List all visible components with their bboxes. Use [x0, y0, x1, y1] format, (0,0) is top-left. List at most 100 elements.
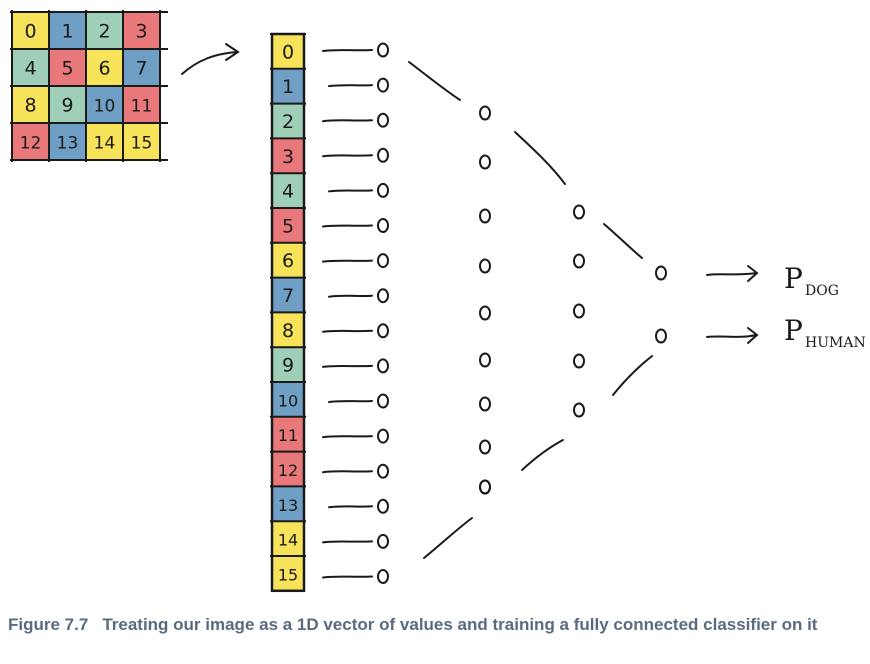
- arrow-right-icon: [706, 327, 759, 344]
- vector-cell-label: 11: [278, 426, 298, 445]
- input-stroke: [322, 435, 373, 439]
- grid-cell: [86, 123, 123, 160]
- grid-cell-label: 0: [24, 21, 36, 43]
- neuron-node: [377, 218, 389, 233]
- output-human: P HUMAN: [706, 314, 866, 351]
- neuron-node: [377, 533, 389, 549]
- grid-cell: [123, 49, 160, 86]
- grid-cell-label: 3: [135, 21, 147, 43]
- connection-stroke: [603, 223, 643, 259]
- neuron-node: [655, 265, 667, 281]
- vector-cell-label: 6: [282, 250, 294, 272]
- vector-cell-label: 14: [278, 531, 298, 550]
- output-human-subscript: HUMAN: [805, 335, 866, 351]
- neuron-node: [377, 288, 389, 304]
- input-stroke: [328, 84, 373, 88]
- connection-stroke: [514, 131, 566, 185]
- neuron-node: [655, 328, 667, 344]
- neuron-node: [573, 402, 585, 418]
- vector-cell: [272, 556, 304, 591]
- grid-cell: [12, 49, 49, 86]
- input-stroke: [328, 189, 373, 193]
- input-stroke: [322, 259, 373, 263]
- input-stroke: [322, 49, 373, 52]
- grid-cell: [49, 12, 86, 49]
- vector-cell: [272, 173, 304, 208]
- grid-cell-label: 1: [61, 21, 73, 43]
- grid-cell-label: 5: [61, 58, 73, 80]
- grid-cell: [86, 49, 123, 86]
- neuron-node: [377, 323, 389, 339]
- vector-cell: [272, 68, 304, 104]
- grid-cell-label: 10: [94, 97, 116, 117]
- vector-cell: [272, 103, 304, 139]
- vector-cell-label: 0: [282, 41, 294, 63]
- arrow-right-icon: [706, 265, 759, 282]
- grid-cell-label: 4: [24, 58, 36, 80]
- vector-cell: [272, 382, 304, 417]
- vector-cell-label: 5: [282, 215, 294, 237]
- output-human-letter: P: [784, 314, 803, 347]
- input-stroke: [328, 505, 373, 509]
- neuron-node: [377, 428, 389, 444]
- neuron-node: [377, 358, 389, 374]
- neuron-node: [377, 253, 389, 269]
- vector-cell-label: 3: [282, 146, 294, 168]
- input-stroke: [322, 154, 373, 158]
- grid-cell-label: 8: [24, 95, 36, 117]
- figure-number: Figure 7.7: [8, 615, 89, 634]
- connection-strokes: [322, 49, 653, 579]
- neuron-node: [377, 112, 389, 128]
- grid-cell: [49, 123, 86, 160]
- vector-cell-label: 13: [278, 496, 298, 515]
- connection-stroke: [408, 61, 461, 101]
- vector-cell-label: 8: [282, 320, 294, 342]
- neuron-node: [479, 305, 491, 321]
- vector-cell-label: 15: [278, 565, 298, 584]
- grid-cell-label: 14: [94, 134, 116, 154]
- grid-cell-label: 13: [57, 134, 79, 154]
- input-stroke: [322, 364, 373, 368]
- grid-cell: [12, 86, 49, 123]
- grid-cell: [12, 12, 49, 49]
- neuron-node: [377, 498, 389, 514]
- vector-cell: [272, 521, 304, 556]
- vector-cell-label: 1: [282, 76, 294, 98]
- vector-cell: [272, 242, 304, 278]
- vector-cell: [272, 34, 304, 69]
- grid-cell: [49, 86, 86, 123]
- vector-cell-label: 7: [282, 285, 294, 307]
- input-stroke: [322, 470, 373, 474]
- output-dog: P DOG: [706, 262, 839, 299]
- neuron-node: [573, 353, 585, 369]
- vector-cell-label: 9: [282, 355, 294, 377]
- grid-cell: [123, 12, 160, 49]
- neuron-node: [479, 154, 491, 170]
- output-probabilities: P DOG P HUMAN: [706, 262, 866, 351]
- grid-cell-label: 12: [20, 134, 42, 154]
- network-nodes: [377, 42, 667, 584]
- vector-cell-label: 4: [282, 181, 294, 203]
- neuron-node: [573, 204, 585, 220]
- grid-cell-label: 15: [131, 134, 153, 154]
- vector-cell: [272, 312, 304, 348]
- input-stroke: [322, 575, 373, 579]
- vector-cell: [272, 416, 304, 452]
- grid-cell: [86, 12, 123, 49]
- vector-cell: [272, 208, 304, 243]
- input-stroke: [322, 224, 373, 228]
- neuron-node: [479, 396, 491, 412]
- neuron-node: [377, 42, 389, 58]
- vector-cell-label: 10: [278, 391, 298, 410]
- grid-cell-label: 6: [98, 58, 110, 80]
- input-stroke: [322, 119, 373, 123]
- connection-stroke: [612, 355, 653, 396]
- input-stroke: [322, 329, 373, 333]
- neuron-node: [573, 303, 585, 319]
- neuron-node: [479, 208, 491, 224]
- vector-cell-label: 12: [278, 461, 298, 480]
- vector-border: [270, 32, 306, 593]
